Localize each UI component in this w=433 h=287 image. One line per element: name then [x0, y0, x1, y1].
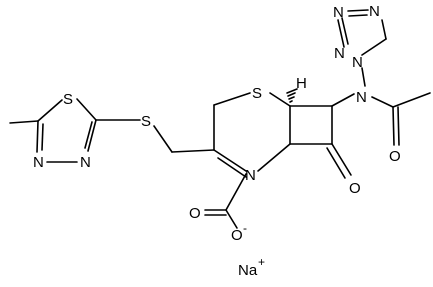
charge-sodium: +	[258, 255, 265, 269]
atom-o-carboxyl-double: O	[189, 205, 201, 222]
charge-carboxylate: -	[243, 221, 247, 235]
atom-n-thiadiazole-b: N	[80, 154, 91, 171]
atom-n-thiadiazole-a: N	[33, 154, 44, 171]
atom-o-betalactam: O	[349, 180, 361, 197]
atom-n-tetrazole-3: N	[369, 3, 380, 20]
atom-o-carboxylate: O	[231, 227, 243, 244]
atom-s-thiadiazole: S	[63, 91, 73, 108]
atom-n-tetrazole-4: N	[334, 45, 345, 62]
stereo-hash-bond	[286, 88, 298, 103]
atom-n-tetrazole-2: N	[333, 4, 344, 21]
atom-s-thioether: S	[141, 113, 151, 130]
atom-n-betalactam: N	[245, 167, 256, 184]
atom-o-acetyl: O	[389, 148, 401, 165]
atom-n-tetrazole-1: N	[352, 54, 363, 71]
atom-n-amide: N	[356, 89, 367, 106]
atom-s-ring: S	[252, 85, 262, 102]
atom-h-stereo: H	[296, 75, 307, 92]
bond-lines	[9, 9, 431, 229]
counterion-sodium: Na	[238, 262, 258, 279]
